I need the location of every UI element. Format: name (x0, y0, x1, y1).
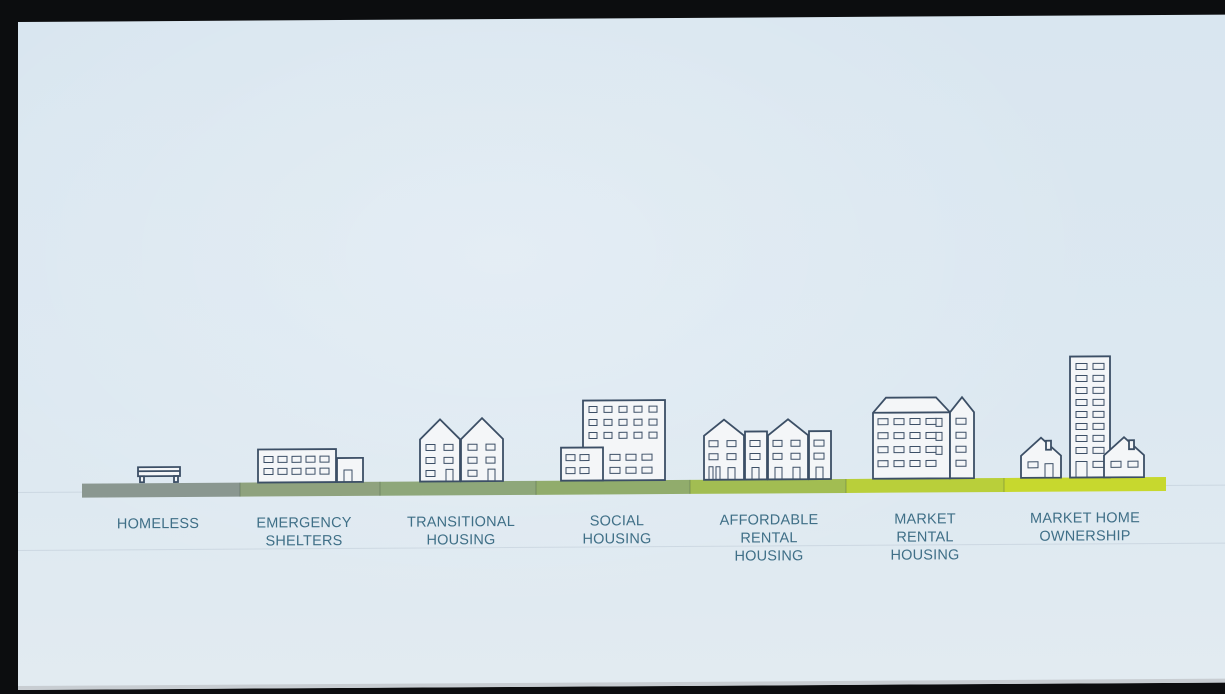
stage-label: EMERGENCY SHELTERS (256, 514, 352, 550)
spectrum-segment (380, 480, 536, 496)
market-rental-housing-icon (872, 395, 975, 480)
stage-label: SOCIAL HOUSING (582, 513, 652, 548)
emergency-shelter-building-icon (257, 448, 364, 484)
projector-screen: HOMELESS EMERGENCY SHELTERS TRANSITIONAL H… (18, 14, 1225, 690)
spectrum-segment (846, 477, 1004, 493)
stage-label: HOMELESS (116, 515, 200, 533)
housing-spectrum-diagram (82, 355, 1166, 498)
affordable-rental-housing-icon (703, 418, 832, 481)
spectrum-segment (1004, 476, 1166, 492)
spectrum-segment (536, 479, 690, 495)
spectrum-segment (690, 478, 846, 494)
spectrum-segment (82, 482, 240, 498)
homeless-bench-icon (137, 466, 181, 484)
stage-label: AFFORDABLE RENTAL HOUSING (719, 512, 819, 565)
stage-label: MARKET RENTAL HOUSING (890, 511, 960, 564)
spectrum-bar (82, 476, 1166, 498)
stage-label: TRANSITIONAL HOUSING (407, 513, 515, 549)
stage-label: MARKET HOME OWNERSHIP (1030, 510, 1140, 545)
social-housing-icon (560, 399, 666, 482)
transitional-housing-icon (419, 416, 504, 483)
spectrum-segment (240, 481, 380, 497)
market-home-ownership-icon (1020, 355, 1145, 479)
